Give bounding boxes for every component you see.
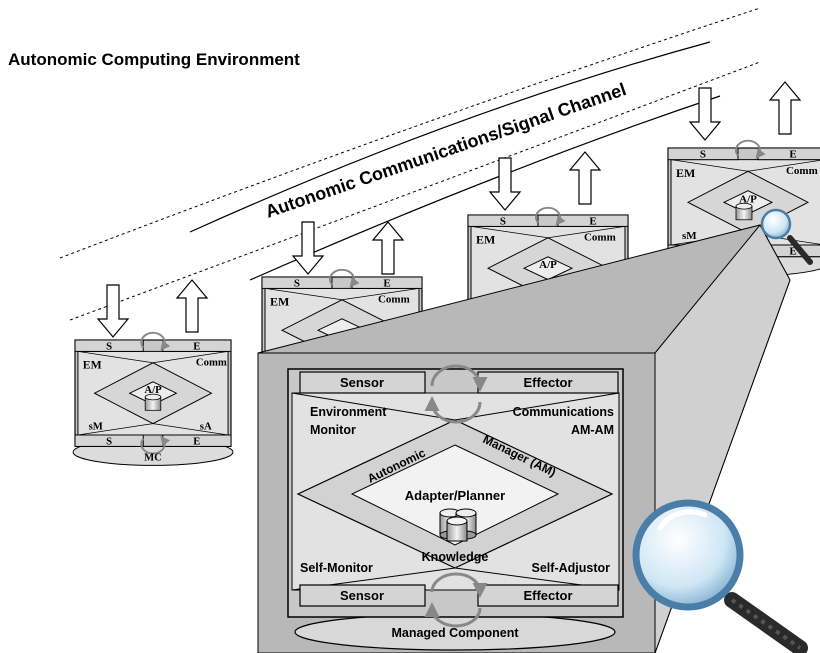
up-arrow-icon <box>372 221 404 275</box>
cycle-arrows-icon <box>424 364 488 628</box>
up-arrow-icon <box>176 279 208 333</box>
signal-channel-lines <box>59 7 761 321</box>
managed-component-label: Managed Component <box>391 626 519 640</box>
sensor-label: S <box>294 278 300 290</box>
magnifying-glass-icon <box>632 499 808 653</box>
effector-label: E <box>193 342 200 353</box>
up-arrow-icon <box>769 81 801 135</box>
adapter-planner-label: Adapter/Planner <box>405 488 505 503</box>
environment-monitor-label: Environment Monitor <box>310 405 390 437</box>
effector-bottom-label: E <box>193 437 200 448</box>
communications-label: Comm <box>584 232 616 244</box>
page-title: Autonomic Computing Environment <box>8 50 300 69</box>
adapter-planner-label: A/P <box>739 193 757 205</box>
effector-bottom-label: E <box>789 246 796 258</box>
self-monitor-label: Self-Monitor <box>300 561 373 575</box>
up-arrow-icon <box>569 151 601 205</box>
down-arrow-icon <box>292 221 324 275</box>
sensor-label: S <box>700 149 706 161</box>
environment-monitor-label: EM <box>270 296 289 309</box>
managed-component-label: MC <box>144 453 162 464</box>
communications-label: Comm <box>378 294 410 306</box>
communications-label: Comm <box>196 358 227 369</box>
down-arrow-icon <box>489 157 521 211</box>
environment-monitor-text: Environment <box>310 405 387 419</box>
effector-label: E <box>383 278 390 290</box>
environment-monitor-label: EM <box>676 166 695 180</box>
communications-label: Comm <box>786 165 818 177</box>
communications-label: Communications <box>513 405 614 419</box>
effector-label: E <box>589 216 596 228</box>
magnified-autonomic-element: Sensor Effector Sensor Effector Environm… <box>257 352 656 653</box>
environment-monitor-text-line2: Monitor <box>310 423 356 437</box>
adapter-planner-label: A/P <box>144 385 162 396</box>
autonomic-element-1: S E EM Comm A/P sM sA S E MC <box>73 333 233 466</box>
effector-top-label: Effector <box>523 375 572 390</box>
sensor-top-label: Sensor <box>340 375 384 390</box>
self-monitor-label: sM <box>682 230 697 242</box>
environment-monitor-label: EM <box>476 234 495 247</box>
environment-monitor-label: EM <box>83 360 102 372</box>
sensor-bottom-label: S <box>106 437 112 448</box>
down-arrow-icon <box>689 87 721 141</box>
self-adjustor-label: sA <box>200 421 212 432</box>
knowledge-database-icon <box>735 202 753 221</box>
adapter-planner-label: A/P <box>539 259 557 271</box>
sensor-label: S <box>106 342 112 353</box>
sensor-label: S <box>500 216 506 228</box>
self-monitor-label: sM <box>89 421 103 432</box>
self-adjustor-label: Self-Adjustor <box>532 561 611 575</box>
knowledge-database-icon <box>439 508 477 542</box>
magnifying-glass-icon <box>760 208 813 265</box>
autonomic-element-3: S E EM Comm A/P <box>466 208 630 341</box>
autonomic-element-2: S E EM Comm <box>260 270 424 403</box>
effector-bottom-label: Effector <box>523 588 572 603</box>
am-am-label: AM-AM <box>571 423 614 437</box>
channel-label: Autonomic Communications/Signal Channel <box>263 79 629 222</box>
knowledge-label: Knowledge <box>422 550 489 564</box>
autonomic-element-4: S E EM Comm A/P sM E <box>666 141 820 276</box>
down-arrow-icon <box>97 284 129 338</box>
knowledge-database-icon <box>144 393 162 411</box>
effector-label: E <box>789 149 796 161</box>
sensor-bottom-label: Sensor <box>340 588 384 603</box>
